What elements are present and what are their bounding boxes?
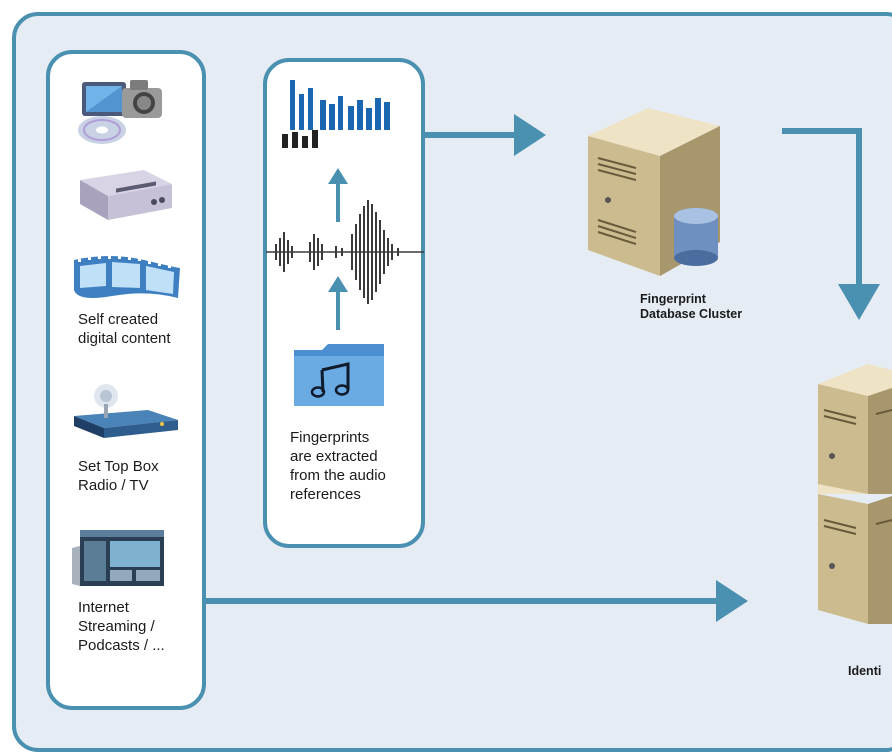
sources-panel — [46, 50, 206, 710]
up-arrow-icon — [326, 168, 350, 222]
up-arrow-icon — [326, 276, 350, 330]
arrow-sources-to-identification — [204, 576, 750, 626]
database-server-icon — [580, 100, 730, 280]
film-strip-icon — [70, 250, 182, 306]
arrow-to-identification — [782, 128, 892, 324]
cd-player-icon — [74, 166, 174, 222]
multimedia-devices-icon — [72, 76, 172, 148]
source-label-digital-content: Self created digital content — [78, 311, 171, 347]
identification-server-cluster-icon — [812, 344, 892, 634]
identification-label: Identi — [848, 664, 882, 678]
music-folder-icon — [292, 340, 388, 410]
source-label-internet-streaming: Internet Streaming / Podcasts / ... — [78, 599, 165, 654]
fingerprint-bars-icon — [282, 74, 402, 154]
fingerprint-extraction-panel — [263, 58, 425, 548]
arrow-to-database — [424, 110, 548, 160]
database-label: Fingerprint Database Cluster — [640, 292, 743, 321]
set-top-box-icon — [70, 380, 182, 440]
audio-waveform-icon — [266, 194, 424, 310]
fingerprint-caption: Fingerprints are extracted from the audi… — [290, 429, 386, 503]
source-label-set-top-box: Set Top Box Radio / TV — [78, 458, 159, 494]
web-page-icon — [72, 528, 168, 588]
